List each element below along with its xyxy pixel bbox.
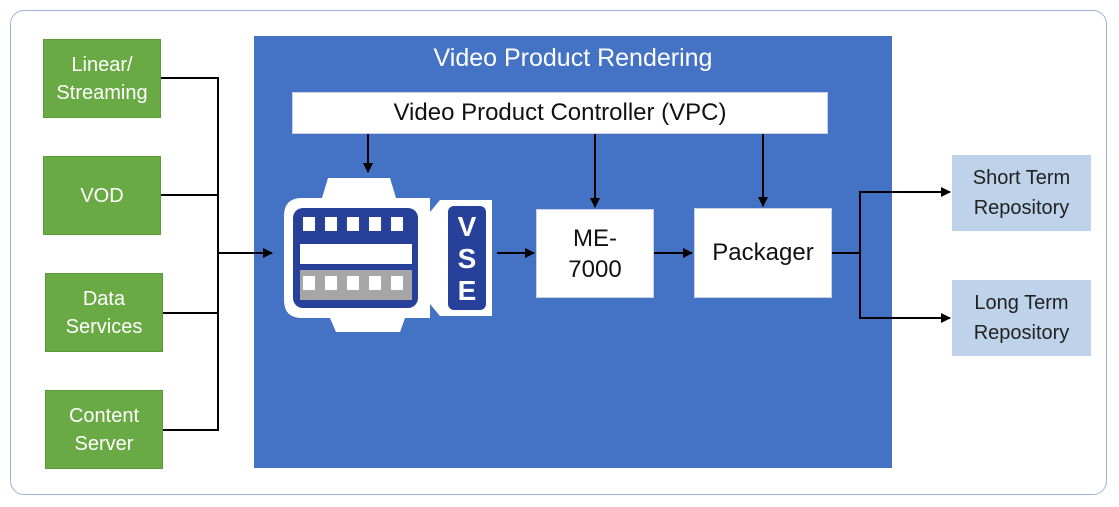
diagram-frame: [10, 10, 1107, 495]
packager-box: Packager: [694, 208, 832, 298]
encoder-box: ME- 7000: [536, 209, 654, 298]
source-content-server: Content Server: [45, 390, 163, 469]
source-data-services: Data Services: [45, 273, 163, 352]
source-linear-streaming: Linear/ Streaming: [43, 39, 161, 118]
vse-letter-e: E: [458, 275, 477, 306]
short-term-repository: Short Term Repository: [952, 155, 1091, 231]
vpc-box: Video Product Controller (VPC): [292, 92, 828, 134]
long-term-repository: Long Term Repository: [952, 280, 1091, 356]
vse-letter-s: S: [458, 243, 477, 274]
source-vod: VOD: [43, 156, 161, 235]
vse-letter-v: V: [458, 211, 477, 242]
vse-logo-icon: [284, 178, 492, 332]
panel-title: Video Product Rendering: [433, 44, 713, 72]
